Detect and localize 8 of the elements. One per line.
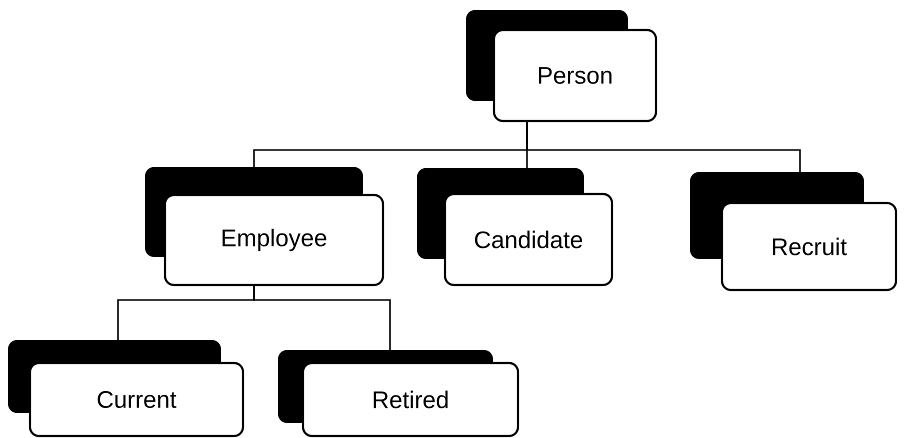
shadowed-box: Employee	[145, 166, 384, 286]
shadowed-box: Person	[466, 10, 658, 122]
connector-line	[253, 284, 391, 350]
shadowed-box: Retired	[278, 350, 520, 438]
shadowed-box: Candidate	[417, 168, 614, 286]
connector-line	[526, 121, 801, 172]
shadowed-box: Current	[8, 340, 244, 438]
shadowed-box: Recruit	[690, 172, 898, 292]
